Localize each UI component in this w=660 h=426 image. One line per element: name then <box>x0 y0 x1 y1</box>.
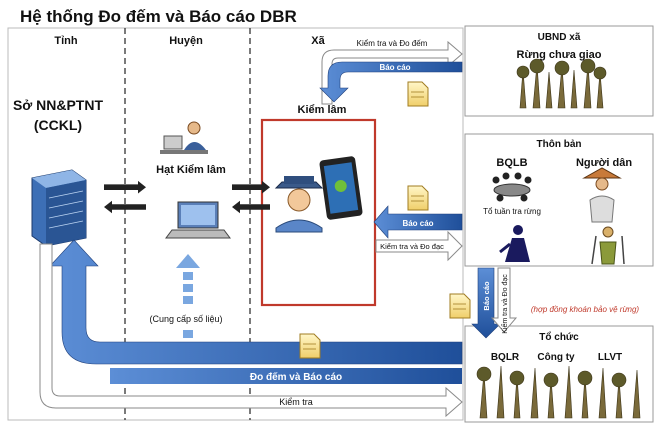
arrow-label-bao-cao-thon-ban: Báo cáo <box>402 219 433 228</box>
ranger-icon <box>274 176 324 233</box>
contract-label: (hợp đồng khoán bảo vệ rừng) <box>531 305 640 314</box>
arrow-label-bao-cao-ubnd: Báo cáo <box>379 63 410 72</box>
meeting-group-icon <box>492 172 532 202</box>
column-header-tinh: Tỉnh <box>54 35 77 47</box>
kiem-lam-box <box>260 118 377 307</box>
laptop-icon <box>165 201 231 239</box>
thon-ban-title: Thôn bản <box>537 139 582 150</box>
to-chuc-item-cong-ty: Công ty <box>537 352 575 363</box>
cckl-label: (CCKL) <box>34 117 82 133</box>
villagers-icon <box>582 167 625 265</box>
document-icon-4 <box>299 333 321 359</box>
tablet-icon <box>319 156 363 220</box>
to-chuc-title: Tổ chức <box>539 331 579 343</box>
nguoi-dan-label: Người dân <box>576 157 632 169</box>
to-chuc-item-bqlr: BQLR <box>491 352 520 363</box>
cung-cap-so-lieu-label: (Cung cấp số liệu) <box>149 314 222 324</box>
document-icon-1 <box>407 81 429 107</box>
patrol-team-icon <box>499 225 530 262</box>
dashed-supply-arrow <box>176 254 200 350</box>
arrow-label-kiem-tra-do-dac: Kiểm tra và Đo đạc <box>380 242 444 251</box>
arrow-label-kiem-tra-bottom: Kiểm tra <box>279 397 313 407</box>
bqlb-label: BQLB <box>496 157 527 169</box>
office-worker-icon <box>160 121 208 154</box>
ubnd-subtitle: Rừng chưa giao <box>517 49 602 61</box>
hat-kiem-lam-label: Hạt Kiểm lâm <box>156 164 226 176</box>
exchange-arrows-huyen-xa <box>232 180 270 214</box>
arrow-label-kiem-tra-do-dem: Kiểm tra và Đo đếm <box>357 39 428 48</box>
arrow-do-dem-bao-cao-band <box>110 368 462 384</box>
arrow-kiem-tra-bottom <box>39 243 463 418</box>
arrow-vertical-bao-cao <box>471 267 501 339</box>
arrow-kiem-tra-do-dac <box>375 230 463 262</box>
diagram-title: Hệ thống Đo đếm và Báo cáo DBR <box>20 7 297 26</box>
to-chuc-item-llvt: LLVT <box>598 352 622 363</box>
arrow-label-vertical-kiem-tra: Kiểm tra và Đo đạc <box>501 274 509 334</box>
arrow-label-do-dem-bao-cao-text: Đo đếm và Báo cáo <box>250 371 342 383</box>
building-icon <box>31 169 87 247</box>
forest-icon-ubnd <box>516 58 607 109</box>
exchange-arrows-tinh-huyen <box>104 180 146 214</box>
column-frame <box>7 27 464 421</box>
arrow-label-vertical-bao-cao: Báo cáo <box>482 281 491 311</box>
document-icon-2 <box>407 185 429 211</box>
thon-ban-box <box>464 133 654 267</box>
kiem-lam-label: Kiểm lâm <box>298 104 347 116</box>
arrow-bao-cao-ubnd <box>319 61 463 103</box>
ubnd-title: UBND xã <box>538 32 581 43</box>
arrow-bao-cao-thon-ban <box>373 205 463 239</box>
column-header-huyen: Huyện <box>169 35 203 47</box>
document-icon-3 <box>449 293 471 319</box>
column-header-xa: Xã <box>311 35 325 47</box>
arrow-vertical-kiem-tra <box>490 267 518 333</box>
forest-icon-to-chuc <box>476 365 641 419</box>
so-nn-ptnt-label: Sở NN&PTNT <box>13 97 104 113</box>
to-tuan-tra-label: Tổ tuần tra rừng <box>483 207 541 216</box>
arrow-do-dem-bao-cao <box>49 239 463 365</box>
arrow-kiem-tra-do-dem <box>321 40 463 105</box>
